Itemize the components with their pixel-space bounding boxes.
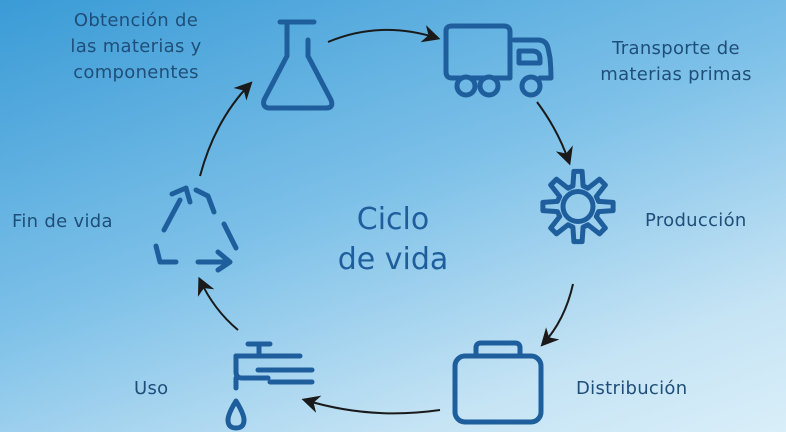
briefcase-icon — [452, 340, 544, 425]
label-obtencion: Obtención de las materias y componentes — [62, 8, 210, 86]
label-produccion: Producción — [645, 210, 747, 231]
label-obtencion-line1: Obtención de — [73, 10, 199, 31]
label-transporte-line2: materias primas — [600, 64, 752, 85]
label-obtencion-line2: las materias y — [70, 36, 202, 57]
label-fin: Fin de vida — [12, 211, 113, 232]
faucet-icon — [225, 341, 315, 431]
label-uso: Uso — [134, 378, 169, 399]
arrow-uso-to-fin — [197, 276, 239, 331]
label-distribucion: Distribución — [576, 378, 688, 399]
gear-icon — [540, 168, 616, 245]
flask-icon — [261, 19, 335, 111]
recycle-icon — [153, 185, 239, 273]
label-obtencion-line3: componentes — [73, 62, 199, 83]
center-title-line1: Ciclo — [356, 202, 430, 237]
center-title: Ciclo de vida — [293, 200, 493, 280]
arrow-obtencion-to-transporte — [327, 25, 441, 43]
cycle-arrows — [197, 25, 574, 415]
label-transporte-line1: Transporte de — [612, 38, 740, 59]
arrow-transporte-to-produccion — [536, 101, 573, 166]
arrow-produccion-to-distribucion — [540, 283, 574, 347]
arrow-distribucion-to-uso — [301, 395, 441, 415]
arrow-fin-to-obtencion — [199, 81, 253, 177]
center-title-line2: de vida — [337, 242, 449, 277]
label-transporte: Transporte de materias primas — [583, 36, 769, 88]
truck-icon — [443, 23, 554, 98]
